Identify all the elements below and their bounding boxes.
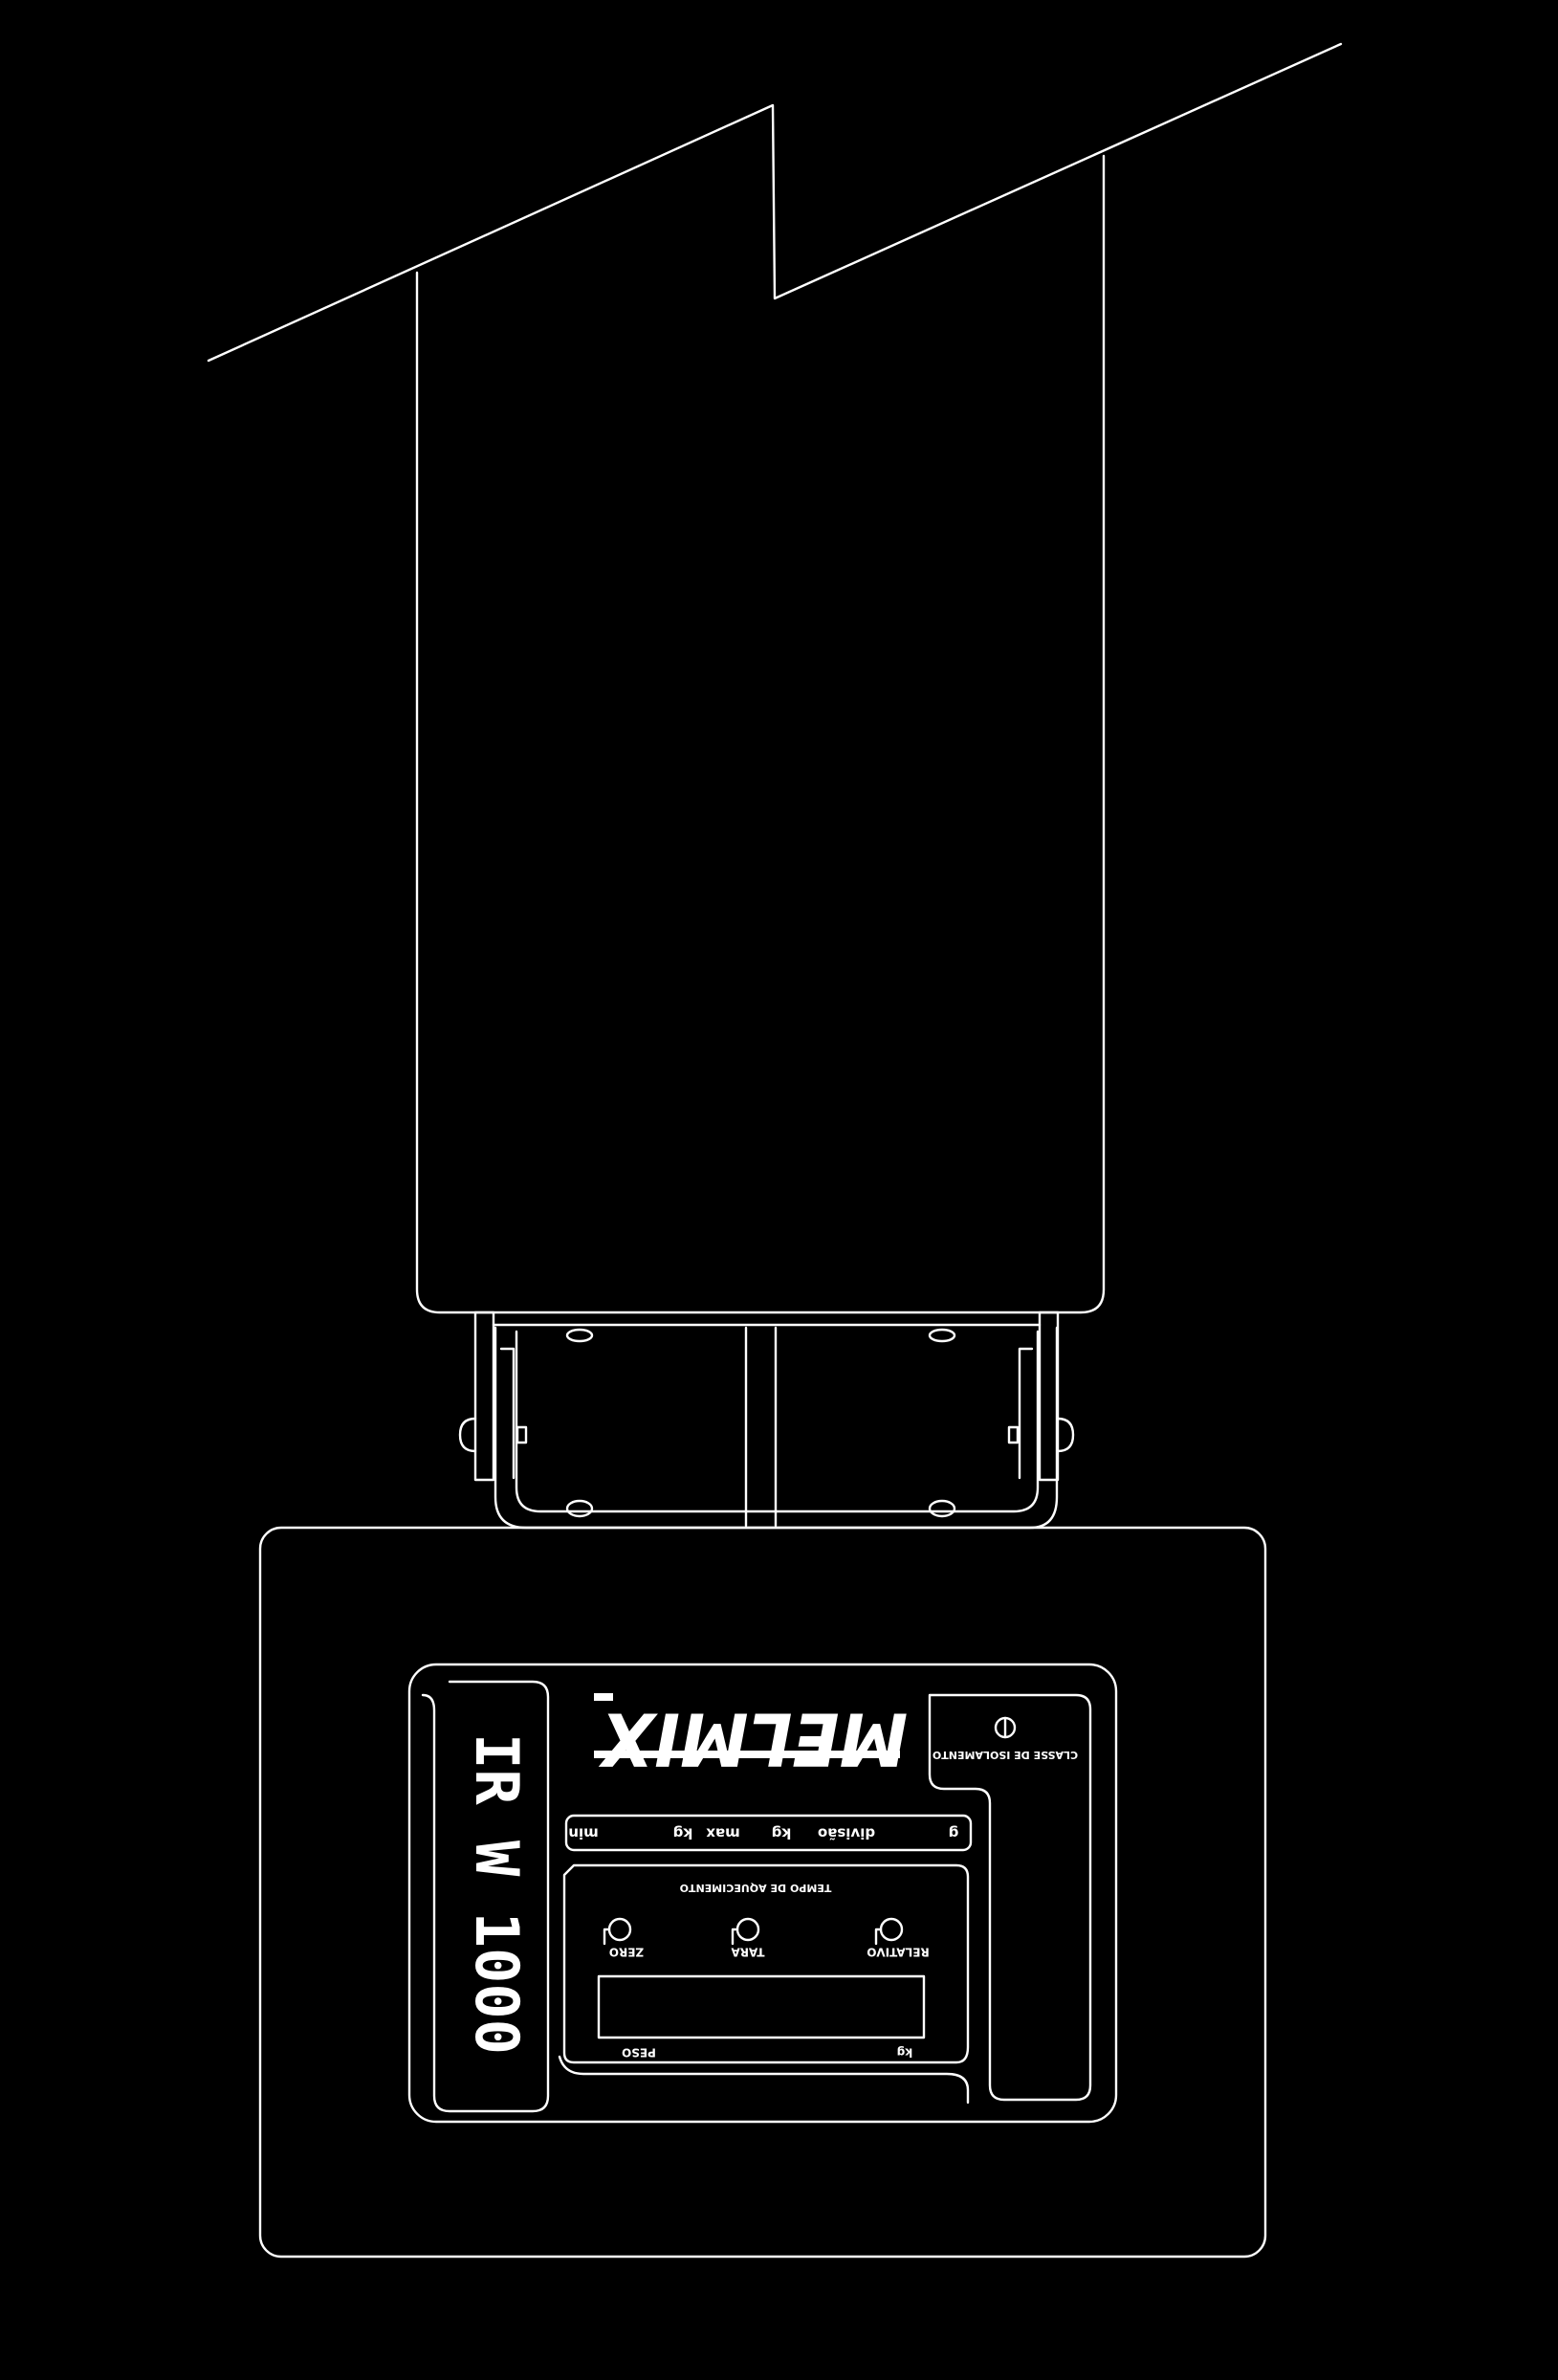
ceiling-break-line xyxy=(207,42,1343,363)
button-tara-label: TARA xyxy=(731,1946,765,1959)
info-field-div-label: divisão xyxy=(818,1825,875,1842)
button-relativo-label: RELATIVO xyxy=(867,1946,929,1959)
button-tara[interactable]: TARA xyxy=(731,1917,765,1959)
control-cabinet xyxy=(258,1526,1267,2259)
brand-logo: MELMIX xyxy=(599,1696,909,1780)
door-header-label: TEMPO DE AQUECIMENTO xyxy=(680,1882,832,1894)
push-button-icon xyxy=(879,1917,904,1942)
rating-label: CLASSE DE ISOLAMENTO xyxy=(933,1749,1078,1761)
display-right-label: kg xyxy=(897,2046,913,2060)
rating-info: CLASSE DE ISOLAMENTO xyxy=(933,1716,1078,1761)
info-field-max-unit: kg xyxy=(772,1825,792,1842)
front-panel xyxy=(407,1663,1118,2124)
button-relativo[interactable]: RELATIVO xyxy=(867,1917,930,1959)
display-left-label: PESO xyxy=(622,2046,656,2060)
button-zero[interactable]: ZERO xyxy=(603,1917,644,1959)
push-button-icon xyxy=(607,1917,632,1942)
weight-display xyxy=(597,1974,926,2039)
mounting-bracket xyxy=(458,1311,1075,1530)
button-zero-label: ZERO xyxy=(609,1946,644,1959)
model-label: IR W 1000 xyxy=(462,1733,532,2055)
info-field-min-unit: kg xyxy=(673,1825,693,1842)
info-field-max-label: max xyxy=(706,1825,740,1842)
info-field-min-label: min xyxy=(568,1825,598,1842)
push-button-icon xyxy=(735,1917,760,1942)
upper-housing xyxy=(415,154,1106,1314)
info-field-div-unit: g xyxy=(949,1825,959,1842)
